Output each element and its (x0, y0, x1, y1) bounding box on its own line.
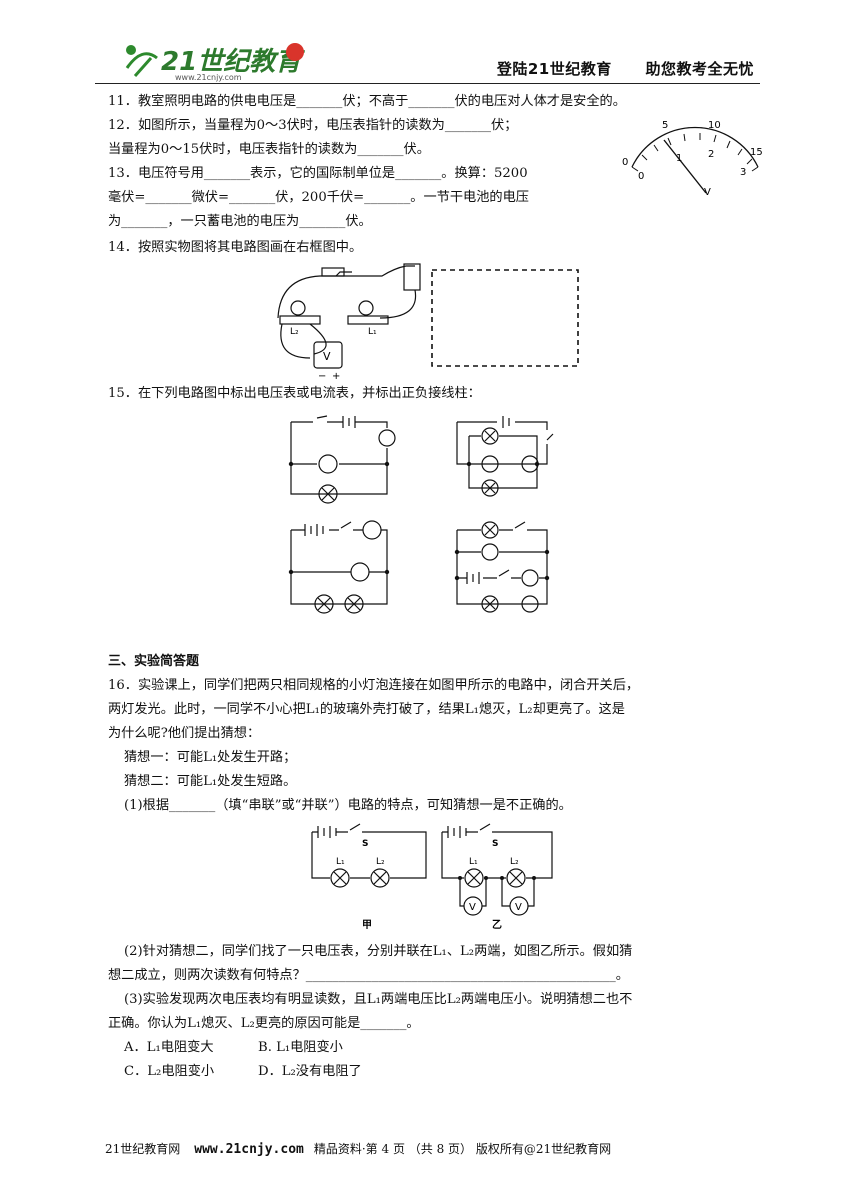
option-d: D．L₂没有电阻了 (258, 1064, 362, 1079)
q15-circuits-figure (288, 415, 554, 614)
l2-yi: L₂ (510, 857, 519, 867)
q15: 15．在下列电路图中标出电压表或电流表，并标出正负接线柱： (108, 386, 481, 401)
q13-line2: 毫伏=_______微伏=_______伏，200千伏=_______。一节干电… (108, 190, 529, 205)
label-v: V (323, 350, 331, 363)
section-3-title: 三、实验简答题 (108, 654, 200, 669)
footer-url: www.21cnjy.com (194, 1142, 304, 1157)
voltmeter-dial-figure: 5 10 15 0 0 1 2 3 V (622, 120, 763, 198)
logo-text: 21世纪教育 (161, 47, 305, 77)
option-a: A．L₁电阻变大 (124, 1040, 214, 1055)
tick-bottom-2: 2 (708, 149, 714, 160)
slogan-2: 助您教考全无忧 (645, 60, 754, 78)
l1-yi: L₁ (469, 857, 478, 867)
q14-physical-circuit-figure: L₂ L₁ V − + (277, 263, 579, 382)
footer-right: 精品资料·第 4 页 （共 8 页） 版权所有@21世纪教育网 (313, 1142, 612, 1156)
tick-bottom-1: 1 (676, 153, 682, 164)
label-l2: L₂ (290, 327, 299, 337)
footer-left: 21世纪教育网 (105, 1142, 181, 1156)
tick-top-5: 5 (662, 120, 668, 131)
part-2-line1: (2)针对猜想二，同学们找了一只电压表，分别并联在L₁、L₂两端，如图乙所示。假… (124, 944, 633, 959)
label-minus: − (318, 371, 326, 382)
q14: 14．按照实物图将其电路图画在右框图中。 (108, 240, 363, 255)
q13-line3: 为_______，一只蓄电池的电压为_______伏。 (108, 214, 372, 229)
switch-s-jia: S (362, 839, 368, 849)
part-1: (1)根据_______（填“串联”或“并联”）电路的特点，可知猜想一是不正确的… (124, 798, 572, 813)
tick-top-10: 10 (708, 120, 721, 131)
q16-line2: 两灯发光。此时，一同学不小心把L₁的玻璃外壳打破了，结果L₁熄灭，L₂却更亮了。… (108, 702, 625, 717)
page-footer: 21世纪教育网 www.21cnjy.com 精品资料·第 4 页 （共 8 页） … (105, 1140, 611, 1157)
part-2-line2: 想二成立，则两次读数有何特点？_________________________… (108, 968, 629, 983)
part-3-line2: 正确。你认为L₁熄灭、L₂更亮的原因可能是_______。 (108, 1016, 420, 1031)
page-header: 21世纪教育 www.21cnjy.com 登陆21世纪教育 助您教考全无忧 (95, 28, 760, 84)
unit-label: V (704, 187, 711, 198)
l2-jia: L₂ (376, 857, 385, 867)
q12-line2: 当量程为0～15伏时，电压表指针的读数为_______伏。 (108, 142, 430, 157)
caption-yi: 乙 (492, 919, 502, 931)
label-l1: L₁ (368, 327, 377, 337)
q13-line1: 13．电压符号用_______表示，它的国际制单位是_______。换算：520… (108, 166, 528, 181)
switch-s-yi: S (492, 839, 498, 849)
option-c: C．L₂电阻变小 (124, 1064, 215, 1079)
header-slogan: 登陆21世纪教育 助您教考全无忧 (469, 58, 754, 79)
q12-line1: 12．如图所示，当量程为0～3伏时，电压表指针的读数为_______伏； (108, 118, 518, 133)
q16-line3: 为什么呢?他们提出猜想： (108, 726, 261, 741)
label-plus: + (332, 371, 340, 382)
logo: 21世纪教育 www.21cnjy.com (125, 43, 305, 82)
tick-top-15: 15 (750, 147, 763, 158)
guess-2: 猜想二：可能L₁处发生短路。 (124, 774, 297, 789)
option-b: B. L₁电阻变小 (258, 1040, 343, 1055)
l1-jia: L₁ (336, 857, 345, 867)
v-yi-1: V (469, 902, 476, 913)
q16-line1: 16．实验课上，同学们把两只相同规格的小灯泡连接在如图甲所示的电路中，闭合开关后… (108, 678, 640, 693)
q16-circuits-figure: S S L₁ L₂ L₁ L₂ V V 甲 乙 (311, 823, 553, 931)
guess-1: 猜想一：可能L₁处发生开路； (124, 750, 297, 765)
v-yi-2: V (515, 902, 522, 913)
logo-url: www.21cnjy.com (175, 73, 242, 82)
tick-top-0: 0 (622, 157, 628, 168)
slogan-1: 登陆21世纪教育 (496, 60, 612, 78)
part-3-line1: (3)实验发现两次电压表均有明显读数，且L₁两端电压比L₂两端电压小。说明猜想二… (124, 992, 633, 1007)
tick-bottom-3: 3 (740, 167, 746, 178)
tick-bottom-0: 0 (638, 171, 644, 182)
q11: 11．教室照明电路的供电电压是_______伏；不高于_______伏的电压对人… (108, 94, 626, 109)
caption-jia: 甲 (362, 919, 372, 931)
